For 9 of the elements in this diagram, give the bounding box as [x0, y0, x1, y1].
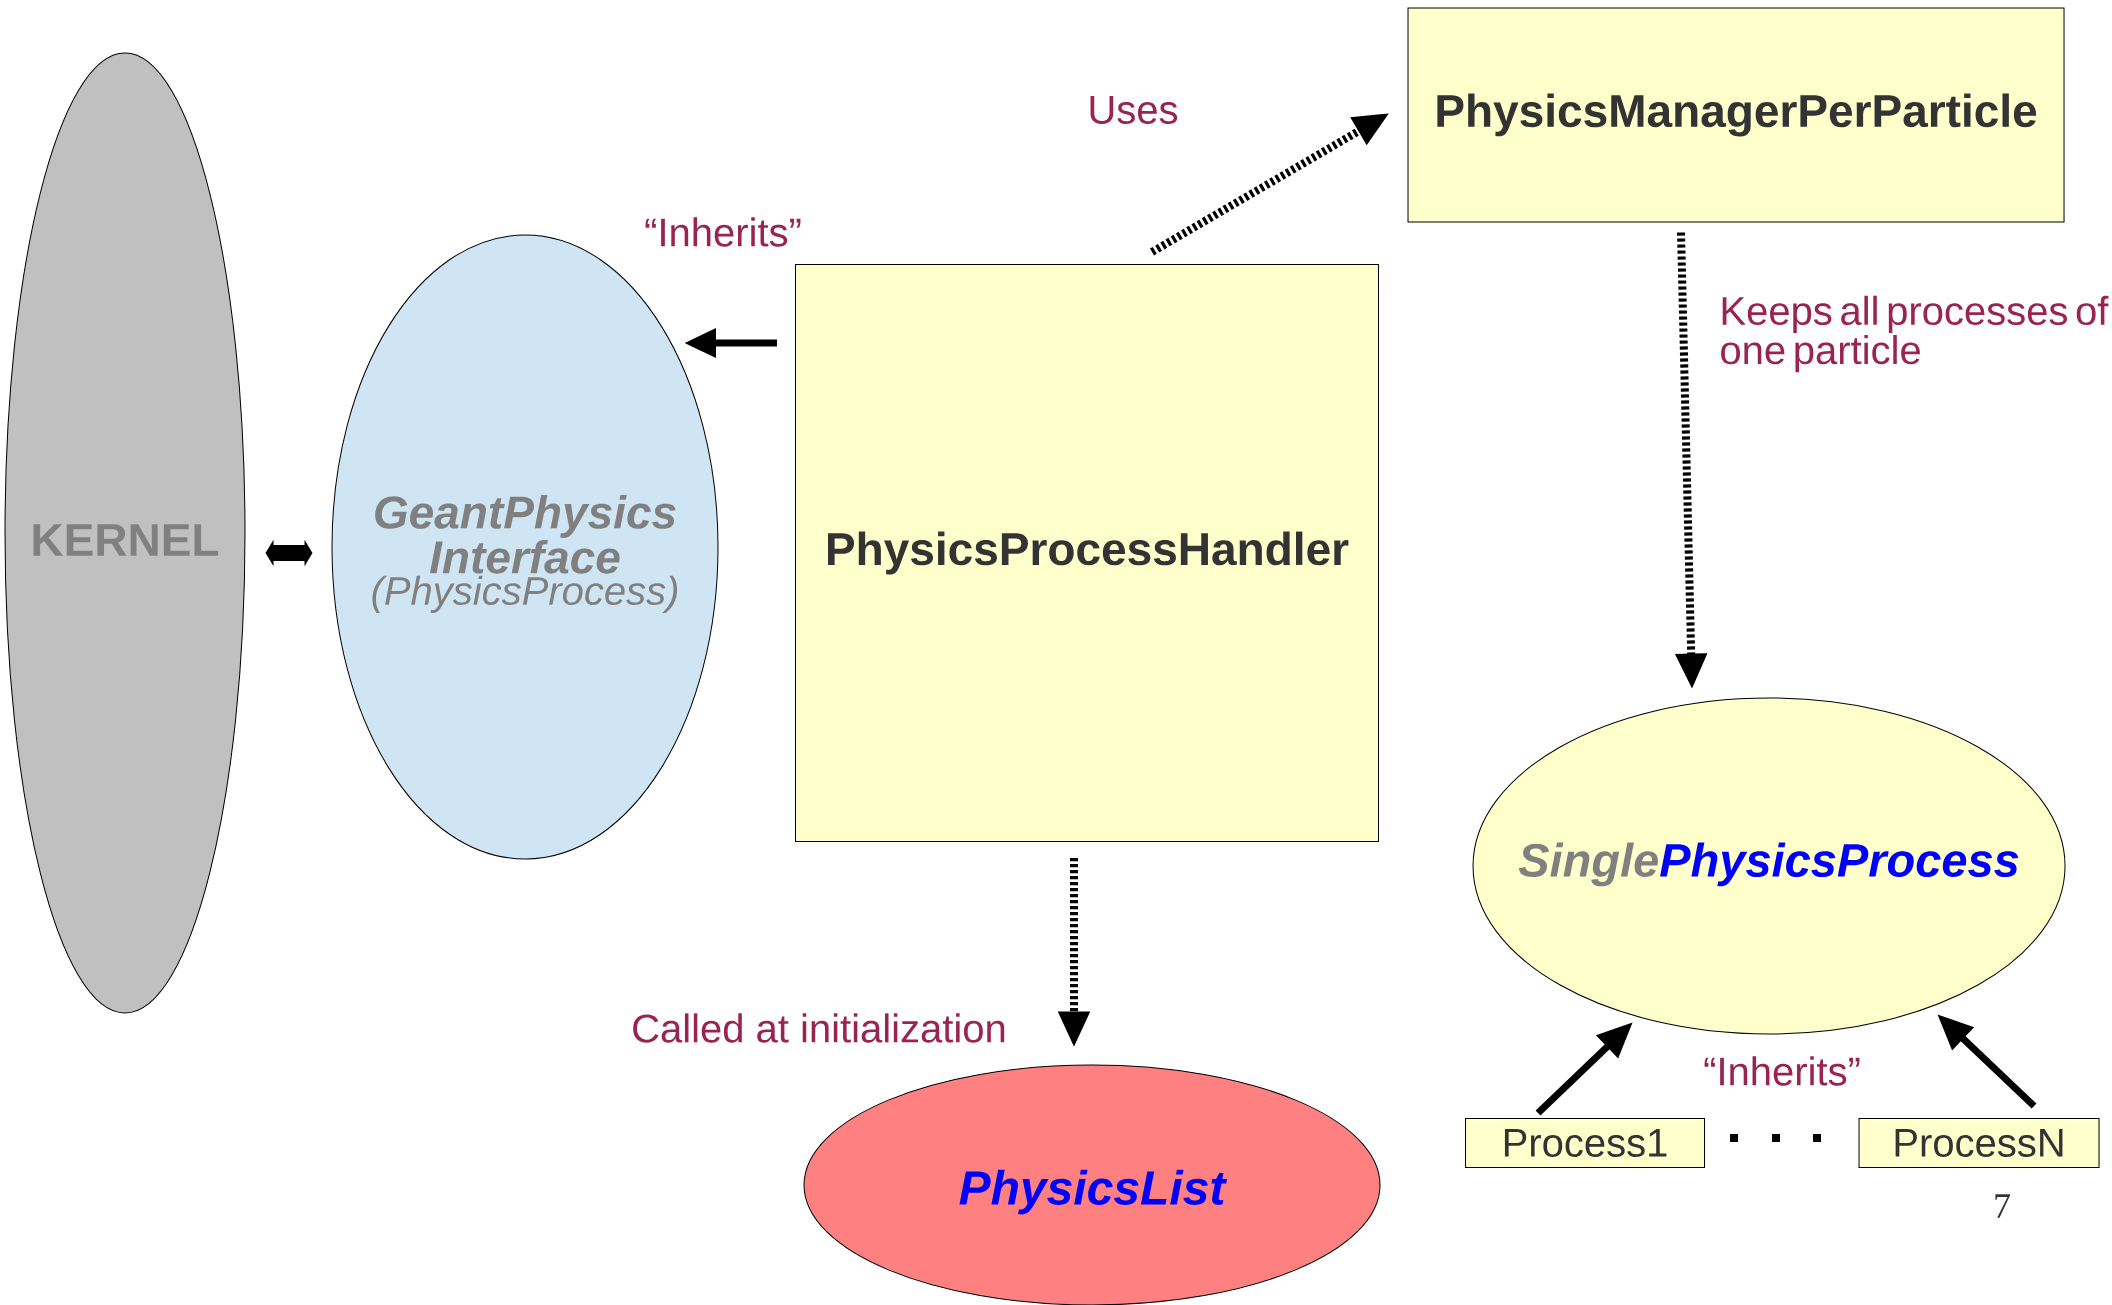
class-box: PhysicsProcessHandler: [795, 264, 1379, 842]
annotation-text: “Inherits”: [1704, 1056, 1860, 1086]
arrow: [265, 539, 313, 567]
edge-label: Uses: [1085, 94, 1181, 126]
edge-label: Keeps all processes of one particle: [1717, 293, 2112, 375]
process-box: Process1: [1465, 1118, 1706, 1168]
process-box: ProcessN: [1858, 1118, 2100, 1168]
edge-label: Called at initialization: [629, 1011, 1009, 1045]
class-box: PhysicsManagerPerParticle: [1407, 7, 2065, 223]
